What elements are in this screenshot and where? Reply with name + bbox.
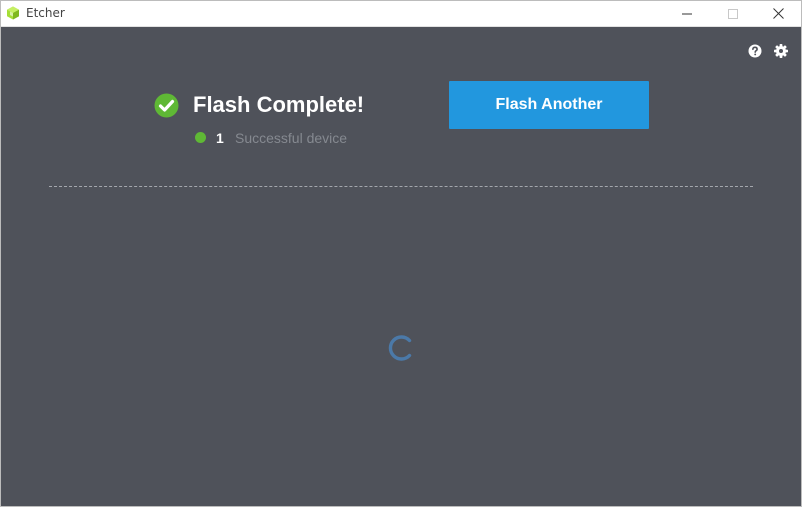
success-status-dot (195, 132, 206, 143)
etcher-cube-icon (7, 6, 19, 20)
section-divider (49, 186, 753, 187)
gear-icon (774, 44, 788, 58)
minimize-button[interactable] (664, 1, 710, 26)
successful-device-label: Successful device (235, 130, 348, 146)
window-title: Etcher (26, 6, 65, 20)
maximize-button[interactable] (710, 1, 756, 26)
close-button[interactable] (755, 1, 801, 26)
loading-spinner-icon (388, 335, 412, 361)
title-bar[interactable]: Etcher (1, 1, 801, 27)
maximize-icon (728, 8, 738, 19)
help-icon (748, 44, 762, 58)
minimize-icon (682, 13, 692, 14)
help-button[interactable] (747, 43, 763, 59)
close-icon (772, 8, 784, 19)
flash-another-button[interactable]: Flash Another (449, 81, 649, 129)
flash-complete-heading: Flash Complete! (193, 92, 365, 117)
settings-button[interactable] (773, 43, 789, 59)
main-content: Flash Complete! 1 Successful device Flas… (1, 27, 801, 506)
check-circle-icon (154, 93, 179, 118)
successful-device-count: 1 (216, 130, 224, 146)
